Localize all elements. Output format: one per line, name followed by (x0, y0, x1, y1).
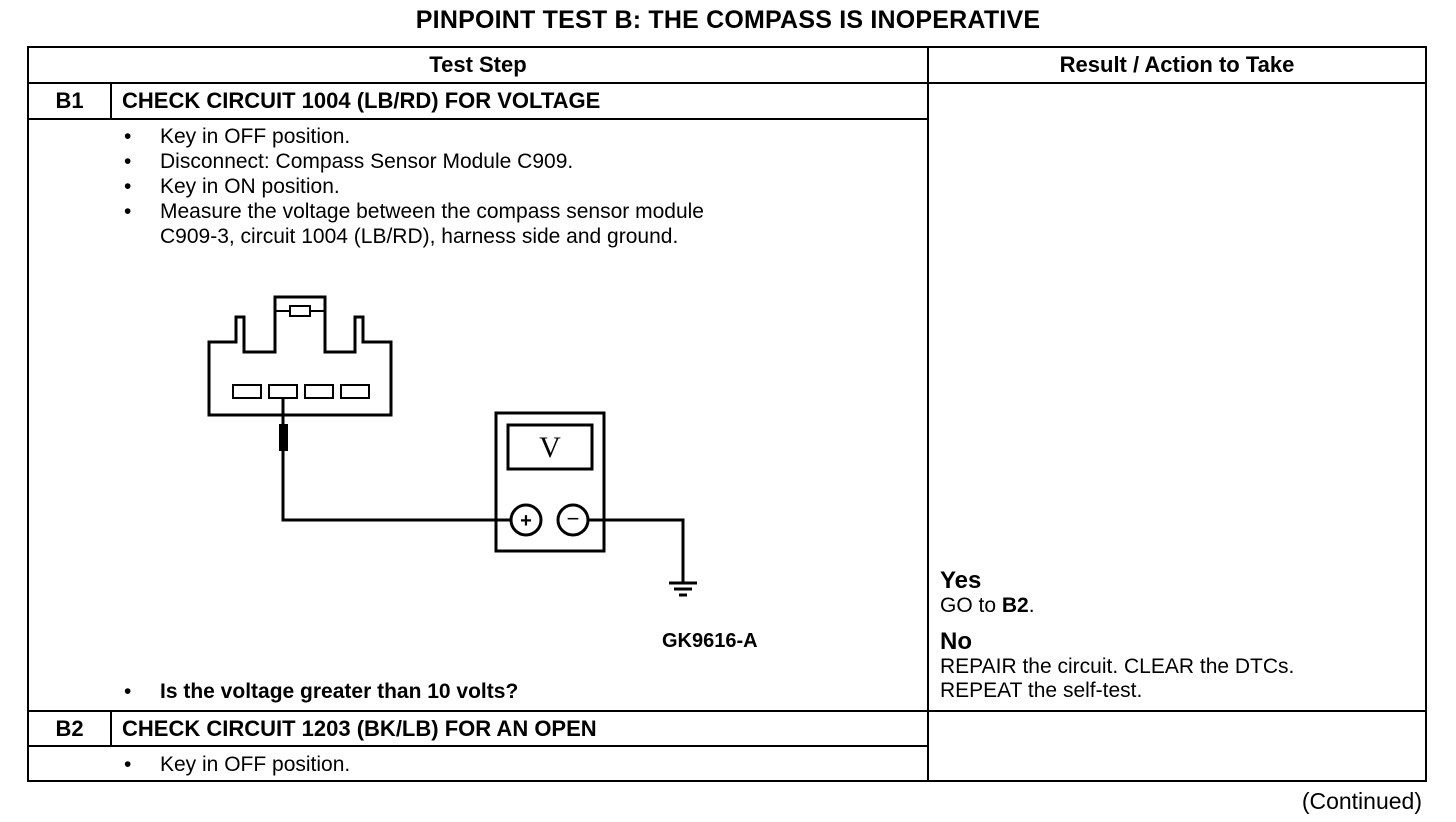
result-no-label: No (940, 628, 972, 655)
result-yes: Yes GO to B2. (940, 568, 1035, 618)
header-test-step: Test Step (429, 52, 527, 77)
step-id-b1: B1 (55, 88, 84, 113)
result-yes-label: Yes (940, 567, 982, 594)
result-no-action-line: REPEAT the self-test. (940, 679, 1143, 702)
connector-terminal (340, 384, 370, 399)
connector-housing (207, 295, 393, 417)
probe-tip (279, 424, 288, 451)
figure-id: GK9616-A (662, 630, 758, 652)
row-divider (27, 710, 1427, 712)
result-no-action-line: REPAIR the circuit. CLEAR the DTCs. (940, 655, 1295, 678)
step-title-b1: CHECK CIRCUIT 1004 (LB/RD) FOR VOLTAGE (122, 88, 601, 113)
yes-target-step: B2 (1001, 594, 1029, 617)
question-text: Is the voltage greater than 10 volts? (160, 680, 519, 703)
yes-action-prefix: GO to (940, 594, 1002, 617)
list-item: Key in OFF position. (122, 752, 350, 777)
b2-title-divider (27, 745, 929, 747)
header-result-action: Result / Action to Take (1059, 52, 1295, 77)
positive-terminal (509, 503, 543, 537)
connector-latch (289, 305, 311, 317)
result-no: No REPAIR the circuit. CLEAR the DTCs. R… (940, 629, 1294, 703)
page-title: PINPOINT TEST B: THE COMPASS IS INOPERAT… (415, 6, 1041, 34)
meter-display (506, 423, 594, 471)
list-item: Disconnect: Compass Sensor Module C909. (122, 149, 704, 174)
header-divider (27, 82, 1427, 84)
pinpoint-test-table (27, 46, 1427, 782)
step-id-b2: B2 (55, 716, 84, 741)
continued-note: (Continued) (1301, 788, 1422, 814)
connector-terminal (268, 384, 298, 399)
yes-action-suffix: . (1028, 594, 1035, 617)
list-item: Key in OFF position. (122, 124, 704, 149)
b1-title-divider (27, 118, 929, 120)
voltage-measurement-diagram: V + − (207, 295, 697, 597)
bullet-dot: • (124, 680, 132, 703)
connector-terminal (304, 384, 334, 399)
b1-instructions: Key in OFF position. Disconnect: Compass… (122, 124, 704, 249)
b1-id-divider (110, 82, 112, 120)
list-item: Key in ON position. (122, 174, 704, 199)
plus-sign: + (520, 510, 532, 532)
result-yes-action: GO to B2. (940, 594, 1035, 618)
connector-terminal (232, 384, 262, 399)
minus-sign: − (567, 506, 580, 531)
column-divider (927, 46, 929, 782)
b2-instructions: Key in OFF position. (122, 752, 350, 777)
meter-symbol: V (539, 431, 561, 464)
test-lead-wire (281, 450, 512, 522)
step-title-b2: CHECK CIRCUIT 1203 (BK/LB) FOR AN OPEN (122, 716, 597, 741)
list-item: Measure the voltage between the compass … (122, 199, 704, 249)
b1-question: • Is the voltage greater than 10 volts? (122, 680, 518, 704)
ground-lead-wire (588, 518, 685, 583)
multimeter (494, 411, 606, 553)
b2-id-divider (110, 710, 112, 747)
